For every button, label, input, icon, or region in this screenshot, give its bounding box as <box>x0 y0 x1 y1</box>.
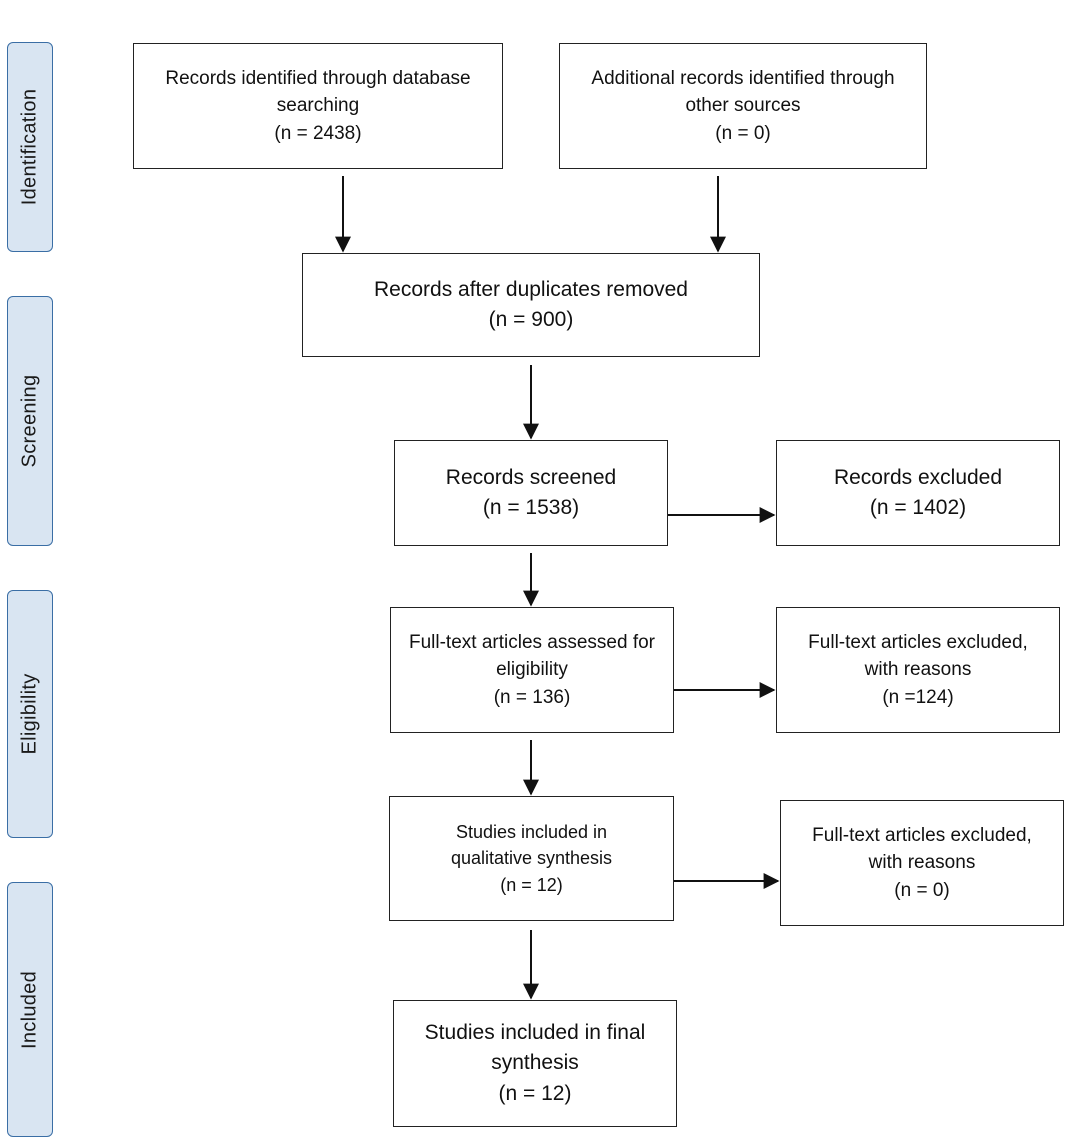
phase-screening: Screening <box>7 296 53 546</box>
box-records-excluded-line1: Records excluded <box>833 465 1003 489</box>
box-duplicates-removed-count: (n = 900) <box>488 308 574 331</box>
box-fulltext-excluded-1-line2: with reasons <box>864 659 972 681</box>
box-database-searching-line2: searching <box>276 95 360 117</box>
box-duplicates-removed-line1: Records after duplicates removed <box>374 277 688 301</box>
box-other-sources-count: (n = 0) <box>715 122 771 144</box>
box-final-synthesis-line1: Studies included in final <box>424 1020 646 1044</box>
box-qualitative-synthesis: Studies included in qualitative synthesi… <box>389 796 674 921</box>
box-fulltext-excluded-1: Full-text articles excluded, with reason… <box>776 607 1060 733</box>
box-records-excluded-count: (n = 1402) <box>869 496 967 519</box>
box-database-searching: Records identified through database sear… <box>133 43 503 169</box>
box-final-synthesis-line2: synthesis <box>491 1051 579 1075</box>
box-fulltext-assessed-count: (n = 136) <box>493 686 571 708</box>
box-records-excluded: Records excluded (n = 1402) <box>776 440 1060 546</box>
box-records-screened: Records screened (n = 1538) <box>394 440 668 546</box>
box-records-screened-line1: Records screened <box>445 465 617 489</box>
box-fulltext-excluded-1-count: (n =124) <box>882 686 954 708</box>
box-fulltext-excluded-2-line2: with reasons <box>868 852 976 874</box>
box-other-sources-line1: Additional records identified through <box>591 67 895 89</box>
box-fulltext-excluded-2-line1: Full-text articles excluded, <box>812 824 1032 846</box>
box-fulltext-assessed-line1: Full-text articles assessed for <box>408 631 656 653</box>
phase-identification: Identification <box>7 42 53 252</box>
phase-included: Included <box>7 882 53 1137</box>
box-qualitative-synthesis-line2: qualitative synthesis <box>450 848 613 869</box>
box-fulltext-assessed-line2: eligibility <box>496 659 568 681</box>
box-records-screened-count: (n = 1538) <box>482 496 580 519</box>
box-fulltext-excluded-2-count: (n = 0) <box>894 879 950 901</box>
box-qualitative-synthesis-count: (n = 12) <box>500 874 563 895</box>
box-qualitative-synthesis-line1: Studies included in <box>455 822 608 843</box>
box-other-sources-line2: other sources <box>685 95 801 117</box>
box-fulltext-excluded-2: Full-text articles excluded, with reason… <box>780 800 1064 926</box>
box-database-searching-line1: Records identified through database <box>165 67 471 89</box>
box-other-sources: Additional records identified through ot… <box>559 43 927 169</box>
box-fulltext-excluded-1-line1: Full-text articles excluded, <box>808 631 1028 653</box>
box-final-synthesis-count: (n = 12) <box>498 1081 572 1105</box>
box-final-synthesis: Studies included in final synthesis (n =… <box>393 1000 677 1127</box>
phase-eligibility: Eligibility <box>7 590 53 838</box>
box-fulltext-assessed: Full-text articles assessed for eligibil… <box>390 607 674 733</box>
box-duplicates-removed: Records after duplicates removed (n = 90… <box>302 253 760 357</box>
box-database-searching-count: (n = 2438) <box>274 122 362 144</box>
